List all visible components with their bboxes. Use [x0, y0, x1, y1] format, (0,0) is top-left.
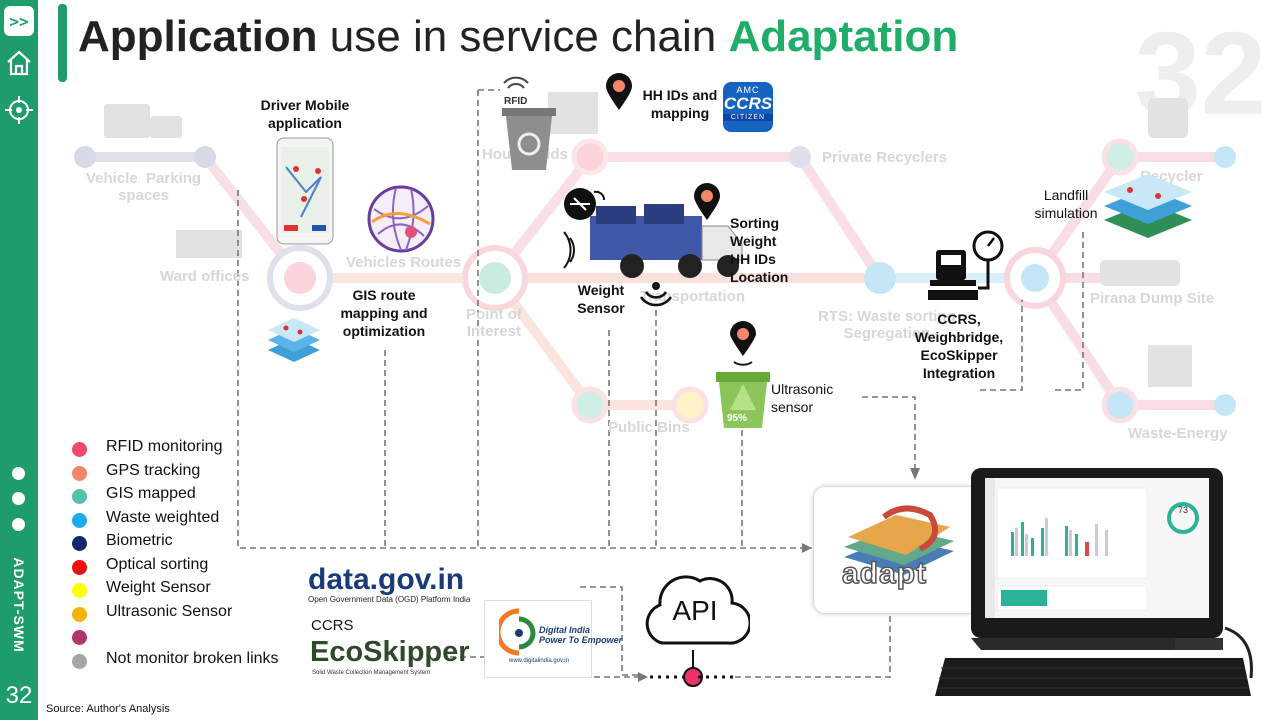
node-ward-offices: Ward offices: [160, 268, 250, 285]
map-layers-icon: [1104, 174, 1192, 238]
page-title: Application use in service chain Adaptat…: [78, 12, 959, 61]
map-layers-icon: [268, 318, 320, 362]
ccrs-integration-label: CCRS, Weighbridge, EcoSkipper Integratio…: [914, 311, 1004, 381]
nav-dot[interactable]: [12, 467, 25, 480]
digital-india-mark-icon: [499, 608, 536, 656]
api-cloud-icon: [645, 575, 750, 645]
ultrasonic-level: 95%: [727, 413, 748, 424]
node-private-recyclers: Private Recyclers: [822, 149, 948, 166]
location-pin-icon: [606, 73, 632, 110]
route-globe-icon: [367, 185, 435, 253]
ccrs-label: CCRS: [311, 617, 354, 634]
garbage-truck-icon: [563, 188, 743, 278]
legend-label: GIS mapped: [106, 485, 196, 502]
legend-dot: [72, 606, 87, 622]
legend-dot: [72, 442, 87, 457]
node-rts: RTS: Waste sorting Segregation: [818, 308, 956, 342]
adapt-book-icon: [844, 505, 954, 575]
legend-dot: [72, 583, 87, 598]
legend-label: Waste weighted: [106, 508, 220, 526]
weighbridge-icon: [928, 230, 1004, 300]
node-vehicle-parking: Vehicle Parking spaces: [86, 170, 202, 204]
legend-dot: [72, 512, 87, 528]
target-icon[interactable]: [4, 95, 34, 125]
mobile-phone-icon: [276, 137, 334, 245]
sidebar: >> ADAPT-SWM 32: [0, 0, 38, 720]
page-number: 32: [5, 682, 33, 709]
node-waste-energy: Waste-Energy: [1128, 425, 1228, 442]
location-pin-icon: [730, 321, 756, 366]
legend-label: Optical sorting: [106, 555, 209, 573]
legend-dot: [72, 536, 87, 551]
title-accent-bar: [58, 4, 67, 82]
hh-ids-label: HH IDs and mapping: [642, 87, 718, 121]
node-public-bins: Public Bins: [608, 419, 690, 436]
ecoskipper-subtitle: Solid Waste Collection Management System: [312, 670, 431, 676]
node-pirana: Pirana Dump Site: [1090, 290, 1215, 307]
ccrs-citizen-logo: AMC CCRS CITIZEN: [723, 82, 773, 132]
ultrasonic-label: Ultrasonic sensor: [771, 381, 834, 415]
rfid-bin-icon: [502, 76, 556, 170]
weight-sensor-label: Weight Sensor: [577, 282, 625, 316]
nav-dot[interactable]: [12, 492, 25, 505]
legend-label: Ultrasonic Sensor: [106, 602, 233, 620]
legend-label: GPS tracking: [106, 461, 201, 479]
legend-label: Not monitor broken links: [106, 649, 279, 667]
legend-label: Weight Sensor: [106, 579, 211, 596]
legend-dot: [72, 559, 87, 575]
adapt-logo: adapt: [813, 486, 979, 614]
driver-app-label: Driver Mobile application: [260, 97, 350, 131]
ecoskipper-logo: EcoSkipper: [310, 636, 470, 668]
source-note: Source: Author's Analysis: [46, 703, 170, 715]
legend-label: Biometric: [106, 532, 173, 549]
sensor-signal-icon: [639, 282, 673, 307]
digital-india-logo: Digital India Power To Empower www.digit…: [484, 600, 622, 678]
landfill-label: Landfill simulation: [1034, 187, 1098, 221]
gis-route-label: GIS route mapping and optimization: [340, 287, 428, 339]
expand-button[interactable]: >>: [4, 6, 34, 36]
node-point-of-interest: Point of Interest: [466, 306, 522, 340]
datagov-logo: data.gov.in Open Government Data (OGD) P…: [308, 563, 471, 604]
legend-dot: [72, 465, 87, 481]
dashboard-score: 73: [1177, 505, 1188, 515]
sorting-label: Sorting Weight HH IDs Location: [730, 215, 789, 285]
node-vehicles-routes: Vehicles Routes: [346, 254, 462, 271]
ultrasonic-bin-icon: [716, 372, 770, 428]
legend-dot: [72, 630, 87, 645]
api-label: API: [672, 595, 718, 626]
legend-dot: [72, 489, 87, 504]
nav-dot[interactable]: [12, 518, 25, 531]
legend-dot: [72, 653, 87, 669]
location-pin-icon: [694, 183, 720, 220]
home-icon[interactable]: [4, 48, 34, 78]
rfid-label: RFID: [504, 96, 528, 107]
desktop-computer-icon: [935, 468, 1253, 696]
legend-label: RFID monitoring: [106, 438, 223, 455]
